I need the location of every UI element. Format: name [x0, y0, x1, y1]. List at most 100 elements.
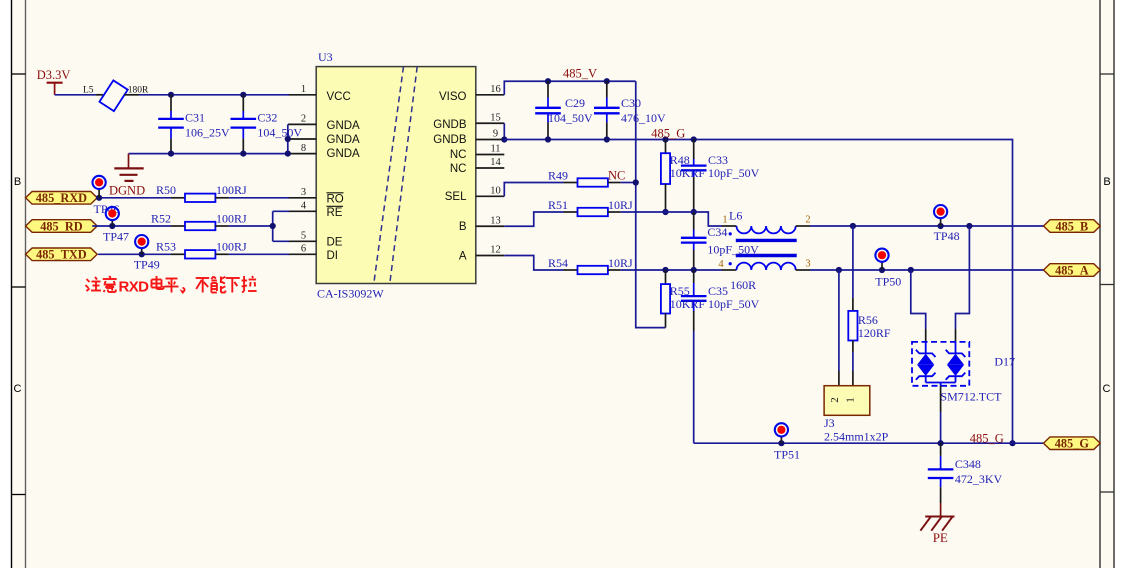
svg-text:180R: 180R: [128, 85, 149, 95]
svg-text:R55: R55: [670, 284, 690, 298]
svg-text:D3.3V: D3.3V: [37, 68, 71, 82]
svg-text:10pF_50V: 10pF_50V: [707, 243, 759, 257]
svg-text:GNDA: GNDA: [327, 120, 361, 132]
svg-text:R48: R48: [670, 153, 690, 167]
svg-text:485_V: 485_V: [563, 66, 597, 80]
svg-text:100RJ: 100RJ: [216, 211, 247, 225]
svg-text:10: 10: [490, 186, 501, 197]
svg-text:16: 16: [490, 84, 501, 95]
svg-text:C348: C348: [955, 457, 981, 471]
svg-text:DI: DI: [327, 250, 339, 262]
svg-text:14: 14: [490, 157, 501, 168]
svg-text:3: 3: [301, 187, 306, 198]
svg-text:NC: NC: [450, 149, 467, 161]
svg-text:C31: C31: [185, 110, 205, 124]
svg-text:J3: J3: [824, 416, 835, 430]
svg-text:485_G: 485_G: [970, 432, 1004, 446]
svg-text:9: 9: [493, 129, 498, 140]
svg-text:4: 4: [301, 201, 307, 212]
svg-text:RO: RO: [327, 193, 344, 205]
svg-text:15: 15: [490, 112, 501, 123]
svg-text:R56: R56: [858, 313, 878, 327]
svg-text:VISO: VISO: [439, 91, 467, 103]
svg-text:2.54mm1x2P: 2.54mm1x2P: [824, 430, 889, 444]
svg-text:C29: C29: [565, 96, 585, 110]
svg-text:VCC: VCC: [327, 91, 351, 103]
svg-text:120RF: 120RF: [858, 326, 891, 340]
svg-text:GNDA: GNDA: [327, 148, 361, 160]
svg-text:TP51: TP51: [774, 448, 800, 462]
svg-text:R50: R50: [156, 183, 176, 197]
svg-text:B: B: [14, 176, 21, 188]
svg-text:10RJ: 10RJ: [608, 256, 633, 270]
svg-text:11: 11: [490, 144, 500, 155]
svg-text:1: 1: [845, 397, 857, 403]
svg-text:D17: D17: [994, 354, 1015, 368]
svg-text:B: B: [1103, 176, 1110, 188]
svg-text:TP49: TP49: [134, 258, 160, 272]
svg-text:485_G: 485_G: [651, 126, 685, 140]
svg-text:106_25V: 106_25V: [185, 125, 230, 139]
svg-text:2: 2: [805, 215, 810, 226]
svg-text:13: 13: [490, 215, 501, 226]
svg-text:RXD: RXD: [119, 279, 150, 296]
svg-text:C32: C32: [257, 110, 277, 124]
svg-text:L6: L6: [729, 209, 742, 223]
svg-text:472_3KV: 472_3KV: [955, 472, 1003, 486]
svg-text:GNDB: GNDB: [433, 119, 467, 131]
svg-text:C: C: [14, 383, 22, 395]
svg-text:485_TXD: 485_TXD: [36, 248, 87, 262]
svg-text:R49: R49: [548, 168, 568, 182]
svg-text:10pF_50V: 10pF_50V: [708, 297, 760, 311]
svg-text:DGND: DGND: [109, 184, 145, 198]
svg-text:R53: R53: [156, 240, 176, 254]
svg-text:104_50V: 104_50V: [257, 125, 302, 139]
svg-text:1: 1: [722, 215, 727, 226]
svg-text:NC: NC: [450, 163, 467, 175]
svg-text:104_50V: 104_50V: [548, 111, 593, 125]
svg-text:GNDB: GNDB: [433, 134, 467, 146]
svg-text:10pF_50V: 10pF_50V: [708, 166, 760, 180]
svg-text:TP47: TP47: [103, 230, 129, 244]
svg-text:NC: NC: [608, 168, 625, 182]
svg-text:6: 6: [301, 244, 306, 255]
svg-text:PE: PE: [933, 530, 948, 545]
svg-text:CA-IS3092W: CA-IS3092W: [317, 287, 384, 301]
svg-text:485_A: 485_A: [1055, 263, 1089, 277]
svg-text:C34: C34: [707, 225, 727, 239]
svg-text:485_RXD: 485_RXD: [36, 191, 87, 205]
svg-text:8: 8: [301, 143, 306, 154]
svg-text:3: 3: [805, 258, 810, 269]
svg-text:10RJ: 10RJ: [608, 198, 633, 212]
svg-text:5: 5: [301, 231, 306, 242]
svg-text:RE: RE: [327, 207, 343, 219]
svg-text:100RJ: 100RJ: [216, 183, 247, 197]
svg-text:DE: DE: [327, 237, 343, 249]
svg-text:2: 2: [829, 397, 841, 403]
svg-text:TP50: TP50: [875, 275, 901, 289]
svg-text:GNDA: GNDA: [327, 134, 361, 146]
svg-text:SEL: SEL: [445, 191, 467, 203]
svg-text:C30: C30: [621, 96, 641, 110]
svg-text:160R: 160R: [730, 278, 756, 292]
svg-text:C35: C35: [708, 284, 728, 298]
svg-text:2: 2: [301, 114, 306, 125]
svg-text:100RJ: 100RJ: [216, 240, 247, 254]
svg-text:10KRF: 10KRF: [670, 297, 706, 311]
svg-text:485_B: 485_B: [1055, 219, 1088, 233]
svg-text:R52: R52: [151, 211, 171, 225]
svg-text:4: 4: [718, 259, 724, 270]
svg-text:TP48: TP48: [934, 229, 960, 243]
svg-text:10KRF: 10KRF: [670, 166, 706, 180]
svg-text:C33: C33: [708, 153, 728, 167]
svg-text:R51: R51: [548, 198, 568, 212]
svg-text:C: C: [1103, 383, 1111, 395]
svg-text:1: 1: [301, 84, 306, 95]
svg-text:R54: R54: [548, 256, 568, 270]
svg-text:L5: L5: [83, 85, 94, 95]
svg-text:A: A: [459, 250, 467, 262]
svg-text:B: B: [459, 221, 467, 233]
svg-text:485_G: 485_G: [1055, 437, 1090, 451]
svg-text:U3: U3: [318, 50, 333, 64]
svg-text:12: 12: [490, 245, 501, 256]
